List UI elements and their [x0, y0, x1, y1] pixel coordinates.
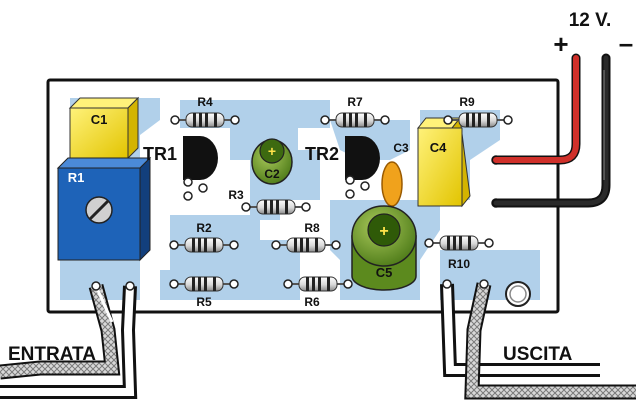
label-r8: R8 [304, 221, 320, 235]
label-c4: C4 [430, 140, 447, 155]
label-tr1: TR1 [143, 144, 177, 164]
label-r3: R3 [228, 188, 244, 202]
svg-text:+: + [379, 223, 388, 240]
label-r10: R10 [448, 257, 470, 271]
output-label: USCITA [503, 344, 573, 365]
supply-wire-negative [491, 53, 611, 208]
supply-voltage-label: 12 V. [569, 10, 612, 31]
label-c3: C3 [393, 141, 409, 155]
trimmer-r1 [56, 156, 152, 262]
label-r6: R6 [304, 295, 320, 309]
label-r7: R7 [347, 95, 363, 109]
transistor-tr2 [345, 136, 380, 199]
capacitor-c5: + [351, 205, 417, 291]
label-c1: C1 [91, 112, 108, 127]
capacitor-c1 [68, 96, 140, 160]
svg-text:+: + [268, 143, 276, 159]
label-r9: R9 [459, 95, 475, 109]
supply-wire-positive [491, 53, 581, 165]
supply-minus-label: – [619, 28, 633, 58]
label-r4: R4 [197, 95, 213, 109]
input-cable [0, 281, 138, 399]
output-cable [440, 279, 636, 400]
label-r5: R5 [196, 295, 212, 309]
capacitor-c3 [381, 161, 403, 207]
transistor-tr1 [183, 136, 218, 201]
label-tr2: TR2 [305, 144, 339, 164]
label-r1: R1 [68, 170, 85, 185]
label-c5: C5 [376, 265, 393, 280]
label-r2: R2 [196, 221, 212, 235]
capacitor-c2: + [251, 138, 293, 185]
supply-plus-label: + [553, 29, 568, 59]
input-label: ENTRATA [8, 344, 96, 365]
label-c2: C2 [264, 167, 280, 181]
capacitor-c4 [416, 116, 471, 208]
